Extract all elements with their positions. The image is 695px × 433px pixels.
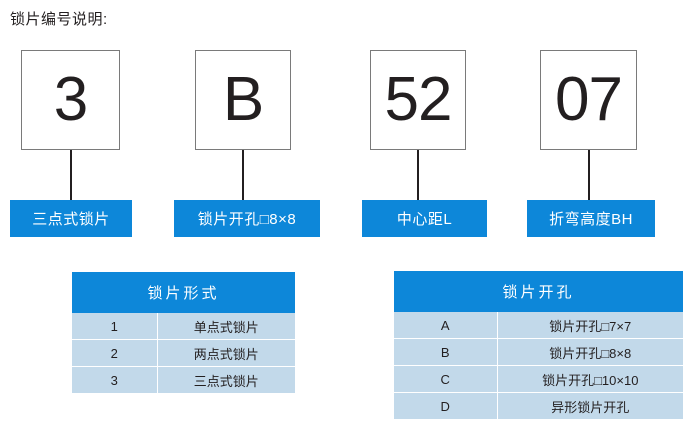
table-lock-form-header: 锁片形式	[72, 272, 296, 313]
lock-hole-desc: 锁片开孔□7×7	[497, 312, 684, 339]
lock-hole-desc: 锁片开孔□8×8	[497, 338, 684, 366]
lock-hole-code: B	[394, 338, 498, 366]
lock-hole-code: D	[394, 392, 498, 419]
lock-form-code: 3	[72, 366, 158, 393]
lock-form-desc: 三点式锁片	[157, 366, 296, 393]
code-box-1: 3	[21, 50, 120, 150]
label-lock-type: 三点式锁片	[10, 200, 132, 237]
table-row: D 异形锁片开孔	[394, 392, 684, 419]
table-row: C 锁片开孔□10×10	[394, 365, 684, 393]
table-lock-form-header-row: 锁片形式	[72, 272, 296, 313]
code-box-2: B	[195, 50, 291, 150]
lock-form-desc: 两点式锁片	[157, 339, 296, 367]
lock-hole-desc: 锁片开孔□10×10	[497, 365, 684, 393]
table-row: 1 单点式锁片	[72, 313, 296, 340]
table-row: A 锁片开孔□7×7	[394, 312, 684, 339]
table-row: 2 两点式锁片	[72, 339, 296, 367]
label-lock-hole: 锁片开孔□8×8	[174, 200, 320, 237]
code-box-2-value: B	[222, 65, 264, 134]
code-box-4-value: 07	[555, 65, 623, 134]
lock-form-code: 1	[72, 313, 158, 340]
connector-line-3	[417, 150, 419, 200]
lock-form-desc: 单点式锁片	[157, 313, 296, 340]
label-center-distance: 中心距L	[362, 200, 487, 237]
code-box-3: 52	[370, 50, 466, 150]
page-title: 锁片编号说明:	[10, 11, 108, 28]
table-lock-hole-header-row: 锁片开孔	[394, 271, 684, 312]
table-row: 3 三点式锁片	[72, 366, 296, 393]
label-bend-height: 折弯高度BH	[527, 200, 655, 237]
lock-hole-code: C	[394, 365, 498, 393]
table-lock-hole: 锁片开孔 A 锁片开孔□7×7 B 锁片开孔□8×8 C 锁片开孔□10×10 …	[394, 271, 684, 419]
connector-line-1	[70, 150, 72, 200]
code-box-4: 07	[540, 50, 637, 150]
table-lock-form: 锁片形式 1 单点式锁片 2 两点式锁片 3 三点式锁片	[72, 272, 296, 393]
table-lock-hole-header: 锁片开孔	[394, 271, 684, 312]
code-box-3-value: 52	[384, 65, 453, 134]
table-row: B 锁片开孔□8×8	[394, 338, 684, 366]
lock-hole-desc: 异形锁片开孔	[497, 392, 684, 419]
lock-form-code: 2	[72, 339, 158, 367]
lock-hole-code: A	[394, 312, 498, 339]
code-box-1-value: 3	[53, 65, 88, 134]
connector-line-4	[588, 150, 590, 200]
connector-line-2	[242, 150, 244, 200]
